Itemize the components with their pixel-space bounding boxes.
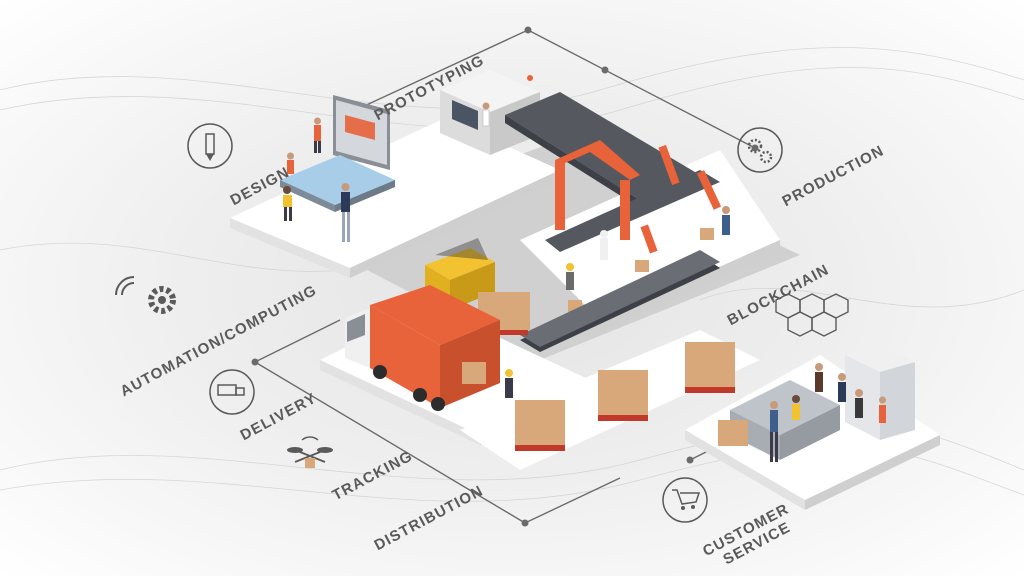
design-people <box>283 117 350 242</box>
hexagon-network-icon <box>775 293 849 337</box>
design-platform <box>230 95 560 278</box>
truck-icon <box>209 369 255 415</box>
pencil-icon <box>187 123 233 169</box>
shopping-cart-icon <box>662 477 708 523</box>
pallets <box>515 342 735 451</box>
drone-icon <box>287 436 333 468</box>
gears-icon <box>737 127 783 173</box>
distribution-platform <box>460 330 760 470</box>
wireless-gear-icon <box>115 276 176 314</box>
connector-dots <box>251 26 759 527</box>
connector-lines <box>254 29 756 524</box>
customer-service-platform <box>685 345 940 510</box>
robot-arms <box>640 144 722 254</box>
production-platform <box>505 92 780 332</box>
